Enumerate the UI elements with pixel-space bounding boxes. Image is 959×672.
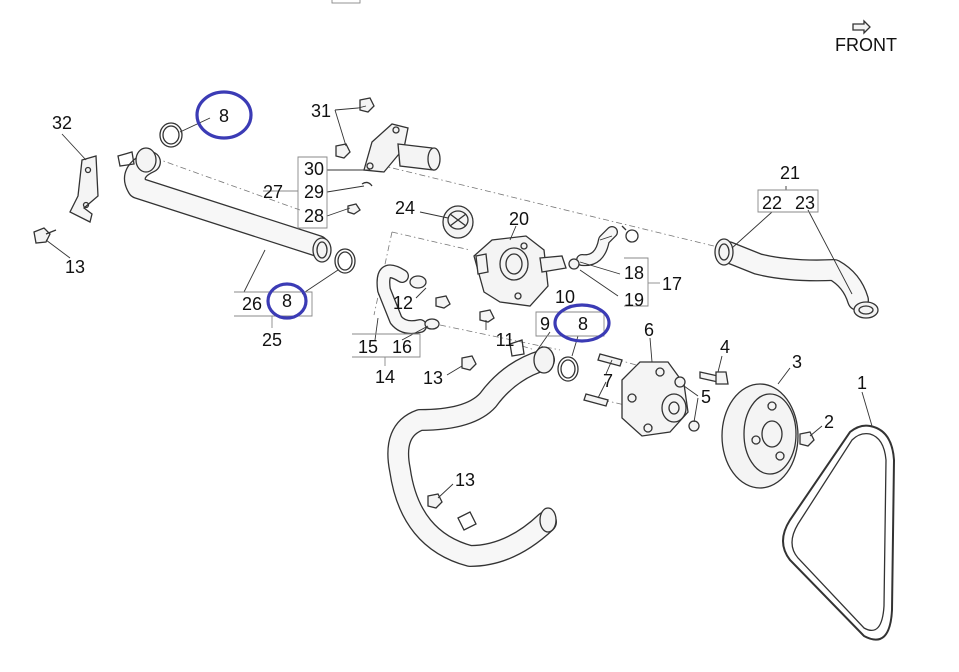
gasket-29 xyxy=(361,181,373,187)
label-13-left: 13 xyxy=(65,257,85,277)
label-22: 22 xyxy=(762,193,782,213)
pulley-3 xyxy=(721,383,799,489)
label-14: 14 xyxy=(375,367,395,387)
bolt-28 xyxy=(347,203,361,215)
o-ring-8-top xyxy=(159,122,183,148)
bolt-13-left xyxy=(33,227,57,244)
label-13-lower: 13 xyxy=(455,470,475,490)
label-17: 17 xyxy=(662,274,682,294)
label-15: 15 xyxy=(358,337,378,357)
small-hose-15 xyxy=(376,264,427,335)
bolt-11 xyxy=(479,309,495,323)
label-6: 6 xyxy=(644,320,654,340)
upper-hose-26 xyxy=(117,147,332,263)
label-26: 26 xyxy=(242,294,262,314)
label-1: 1 xyxy=(857,373,867,393)
label-10: 10 xyxy=(555,287,575,307)
label-8-left: 8 xyxy=(282,291,292,311)
label-24: 24 xyxy=(395,198,415,218)
label-20: 20 xyxy=(509,209,529,229)
drive-belt-1 xyxy=(782,424,896,641)
clamp-16 xyxy=(424,318,440,330)
label-3: 3 xyxy=(792,352,802,372)
bolt-30 xyxy=(335,143,351,159)
label-4: 4 xyxy=(720,337,730,357)
top-edge-fragment xyxy=(331,0,361,4)
label-16: 16 xyxy=(392,337,412,357)
clamp-23 xyxy=(853,301,879,319)
clamp-19 xyxy=(568,258,580,270)
label-28: 28 xyxy=(304,206,324,226)
highlight-circle-right xyxy=(553,303,611,343)
label-12: 12 xyxy=(393,293,413,313)
leader-lines xyxy=(45,105,873,499)
label-7: 7 xyxy=(603,371,613,391)
label-31: 31 xyxy=(311,101,331,121)
bolt-13-mid xyxy=(461,355,477,371)
label-2: 2 xyxy=(824,412,834,432)
bolt-4 xyxy=(699,371,729,385)
front-label: FRONT xyxy=(835,35,897,55)
label-brackets xyxy=(234,156,819,366)
clamp-17 xyxy=(621,225,639,243)
highlight-circle-top xyxy=(195,90,253,140)
label-18: 18 xyxy=(624,263,644,283)
lower-hose-9 xyxy=(387,339,557,567)
label-5: 5 xyxy=(701,387,711,407)
hose-23 xyxy=(717,241,869,311)
label-21: 21 xyxy=(780,163,800,183)
thermostat-housing-30 xyxy=(363,123,441,173)
label-32: 32 xyxy=(52,113,72,133)
o-ring-8-left xyxy=(334,248,356,274)
bolt-5 xyxy=(674,376,700,432)
part-labels: 1 2 3 4 5 6 7 8 8 8 9 10 11 12 13 13 13 … xyxy=(52,101,867,490)
label-25: 25 xyxy=(262,330,282,350)
highlight-circles xyxy=(195,90,611,343)
thermostat-case-20 xyxy=(473,235,567,307)
label-30: 30 xyxy=(304,159,324,179)
front-arrow-icon xyxy=(852,19,871,35)
small-hose-18 xyxy=(576,226,618,267)
label-13-mid: 13 xyxy=(423,368,443,388)
stud-7 xyxy=(583,353,623,407)
bolt-31 xyxy=(359,97,375,113)
o-ring-8-lower xyxy=(557,356,579,382)
label-11: 11 xyxy=(496,330,515,350)
label-8-top: 8 xyxy=(219,106,229,126)
bracket-32 xyxy=(69,155,99,223)
label-9: 9 xyxy=(540,314,550,334)
label-23: 23 xyxy=(795,193,815,213)
label-27: 27 xyxy=(263,182,283,202)
clamp-12 xyxy=(409,275,427,289)
label-19: 19 xyxy=(624,290,644,310)
bolt-12 xyxy=(435,295,451,309)
label-29: 29 xyxy=(304,182,324,202)
label-8-right: 8 xyxy=(578,314,588,334)
clamp-22 xyxy=(714,238,734,266)
water-pump-6 xyxy=(621,361,689,437)
thermostat-24 xyxy=(442,205,474,239)
highlight-circle-left xyxy=(266,282,308,320)
